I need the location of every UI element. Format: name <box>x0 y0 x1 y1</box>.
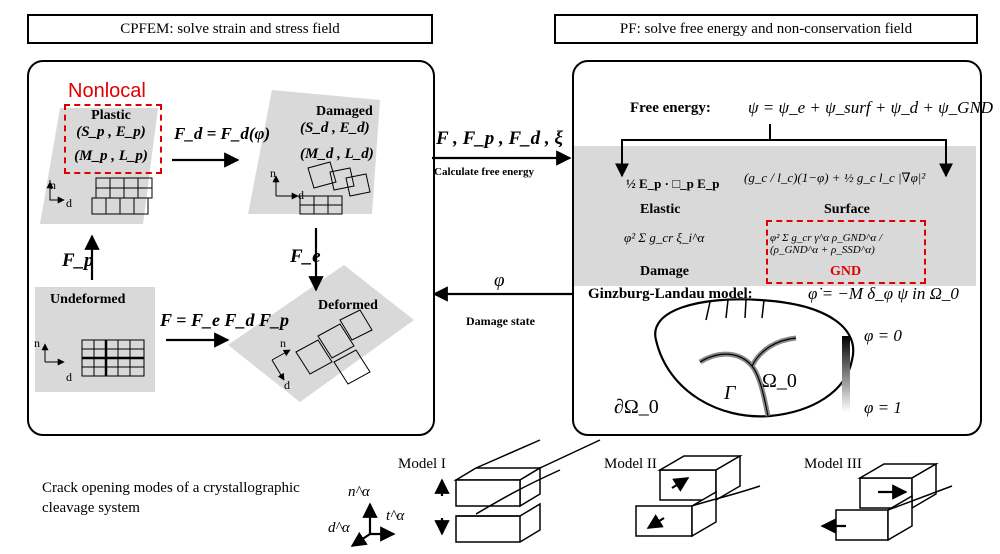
nonlocal-label: Nonlocal <box>68 80 146 102</box>
caption-line1: Crack opening modes of a crystallographi… <box>42 480 300 496</box>
boundary-label: ∂Ω_0 <box>614 396 659 418</box>
cpfem-header: CPFEM: solve strain and stress field <box>27 14 433 44</box>
boundary-ticks <box>705 299 765 321</box>
model2-blocks <box>635 454 761 538</box>
axis-d-deformed: d <box>284 378 290 392</box>
t-alpha-label: t^α <box>386 508 405 524</box>
damage-state: Damage state <box>466 314 535 328</box>
elastic-equation: ½ E_p · □_p E_p <box>626 176 720 191</box>
omega0-label: Ω_0 <box>762 370 797 392</box>
deformed-lattice <box>295 309 373 385</box>
d-alpha-label: d^α <box>328 520 350 536</box>
surface-equation: (g_c / l_c)(1−φ) + ½ g_c l_c |∇φ|² <box>744 170 926 185</box>
plastic-shape <box>40 108 158 224</box>
damage-equation: φ² Σ g_cr ξ_i^α <box>624 230 705 245</box>
axis-n-deformed: n <box>280 336 286 350</box>
fd-equation: F_d = F_d(φ) <box>174 124 271 143</box>
deformed-label: Deformed <box>318 298 378 313</box>
gnd-equation: φ² Σ g_cr γ^α ρ_GND^α / (ρ_GND^α + ρ_SSD… <box>770 232 883 256</box>
damaged-md-ld: (M_d , L_d) <box>300 146 374 162</box>
phi1-label: φ = 1 <box>864 398 902 417</box>
pf-header: PF: solve free energy and non-conservati… <box>554 14 978 44</box>
energy-gray-band <box>574 146 976 286</box>
axis-n-damaged: n <box>270 166 276 180</box>
axis-n-undeformed: n <box>34 336 40 350</box>
model2-label: Model II <box>604 456 657 472</box>
damaged-title: Damaged <box>316 104 373 119</box>
undeformed-lattice <box>81 339 145 377</box>
free-energy-equation: ψ = ψ_e + ψ_surf + ψ_d + ψ_GND <box>748 98 994 117</box>
model3-blocks <box>835 462 953 542</box>
f-equation: F = F_e F_d F_p <box>160 310 289 330</box>
phi0-label: φ = 0 <box>864 326 902 345</box>
plastic-mp-lp: (M_p , L_p) <box>74 148 148 164</box>
ginzburg-landau-equation: φ̇ = −M δ_φ ψ in Ω_0 <box>808 284 959 303</box>
surface-label: Surface <box>824 202 870 217</box>
caption-line2: cleavage system <box>42 500 140 516</box>
axis-d-undeformed: d <box>66 370 72 384</box>
axis-n-plastic: n <box>50 178 56 192</box>
plastic-lattice <box>91 177 153 215</box>
nonlocal-box <box>64 104 162 174</box>
fp-label: F_p <box>62 250 94 271</box>
model3-label: Model III <box>804 456 862 472</box>
model1-label: Model I <box>398 456 446 472</box>
undeformed-label: Undeformed <box>50 292 126 307</box>
plastic-sp-ep: (S_p , E_p) <box>76 124 146 140</box>
elastic-label: Elastic <box>640 202 681 217</box>
phi-variable: φ <box>494 270 505 291</box>
plastic-title: Plastic <box>91 108 131 123</box>
gnd-label: GND <box>830 264 862 279</box>
damaged-lattice <box>299 161 371 215</box>
gamma-label: Γ <box>724 382 736 404</box>
damaged-sd-ed: (S_d , E_d) <box>300 120 370 136</box>
fe-label: F_e <box>290 246 321 267</box>
gnd-box <box>766 220 926 284</box>
axis-d-plastic: d <box>66 196 72 210</box>
phi-gradient-bar <box>842 336 850 412</box>
top-variables: F , F_p , F_d , ξ <box>436 128 563 149</box>
damage-label: Damage <box>640 264 689 279</box>
axis-d-damaged: d <box>298 188 304 202</box>
model1-blocks <box>453 439 601 543</box>
free-energy-label: Free energy: <box>630 100 711 116</box>
calc-free-energy: Calculate free energy <box>434 166 534 178</box>
deformed-shape <box>228 265 414 402</box>
ginzburg-landau-label: Ginzburg-Landau model: <box>588 286 753 302</box>
n-alpha-label: n^α <box>348 484 370 500</box>
